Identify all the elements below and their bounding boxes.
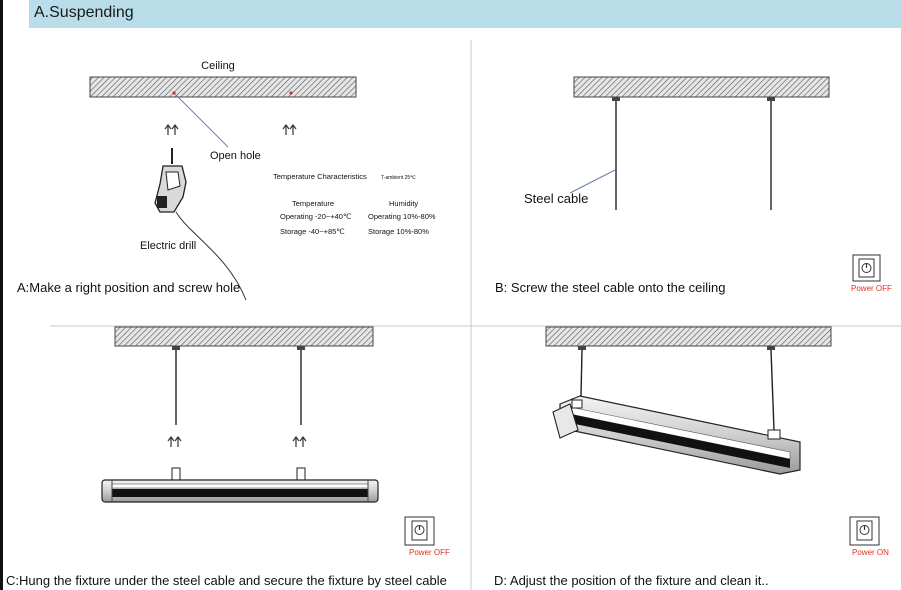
operating-temp: Operating -20~+40℃ bbox=[280, 212, 352, 221]
power-on-label-d: Power ON bbox=[852, 548, 889, 557]
temp-title: Temperature Characteristics bbox=[273, 172, 367, 181]
screw-hole-left bbox=[172, 91, 176, 95]
up-arrows-icon bbox=[164, 124, 179, 136]
up-arrows-icon bbox=[167, 436, 182, 448]
storage-humidity: Storage 10%-80% bbox=[368, 227, 429, 236]
caption-c: C:Hung the fixture under the steel cable… bbox=[6, 573, 447, 588]
up-arrows-icon bbox=[292, 436, 307, 448]
section-title: A.Suspending bbox=[34, 4, 134, 21]
section-header-bar bbox=[29, 0, 901, 28]
caption-d: D: Adjust the position of the fixture an… bbox=[494, 573, 769, 588]
screw-hole-right bbox=[289, 91, 293, 95]
ceiling-d bbox=[545, 326, 832, 347]
ceiling-b bbox=[573, 76, 830, 98]
left-edge bbox=[0, 0, 3, 590]
power-switch-icon bbox=[404, 516, 435, 546]
drill-label: Electric drill bbox=[140, 240, 196, 252]
caption-a: A:Make a right position and screw hole bbox=[17, 280, 241, 295]
steel-cable-right bbox=[770, 349, 775, 431]
steel-cable-left bbox=[580, 349, 583, 397]
operating-humidity: Operating 10%-80% bbox=[368, 212, 436, 221]
panel-c bbox=[101, 326, 435, 546]
power-off-label-b: Power OFF bbox=[851, 284, 892, 293]
temp-ambient: T-ambient 25℃ bbox=[381, 175, 416, 181]
light-fixture-icon bbox=[552, 395, 801, 475]
power-switch-icon bbox=[849, 516, 880, 546]
up-arrows-icon bbox=[282, 124, 297, 136]
open-hole-label: Open hole bbox=[210, 150, 261, 162]
steel-cable-label: Steel cable bbox=[524, 191, 588, 206]
caption-b: B: Screw the steel cable onto the ceilin… bbox=[495, 280, 726, 295]
panel-a: Ceiling Open hole Electric drill Tempera… bbox=[89, 60, 436, 301]
light-fixture-icon bbox=[101, 467, 379, 503]
power-switch-icon bbox=[852, 254, 881, 282]
ceiling-c bbox=[114, 326, 374, 347]
steel-cable-leader bbox=[569, 169, 616, 194]
col-humidity: Humidity bbox=[389, 199, 418, 208]
storage-temp: Storage -40~+85℃ bbox=[280, 227, 345, 236]
electric-drill-icon bbox=[154, 148, 247, 301]
open-hole-leader bbox=[174, 93, 229, 148]
col-temperature: Temperature bbox=[292, 199, 334, 208]
panel-d bbox=[545, 326, 880, 546]
ceiling-a bbox=[89, 76, 357, 98]
power-off-label-c: Power OFF bbox=[409, 548, 450, 557]
panel-b: Steel cable bbox=[524, 76, 881, 282]
ceiling-label: Ceiling bbox=[201, 60, 235, 72]
